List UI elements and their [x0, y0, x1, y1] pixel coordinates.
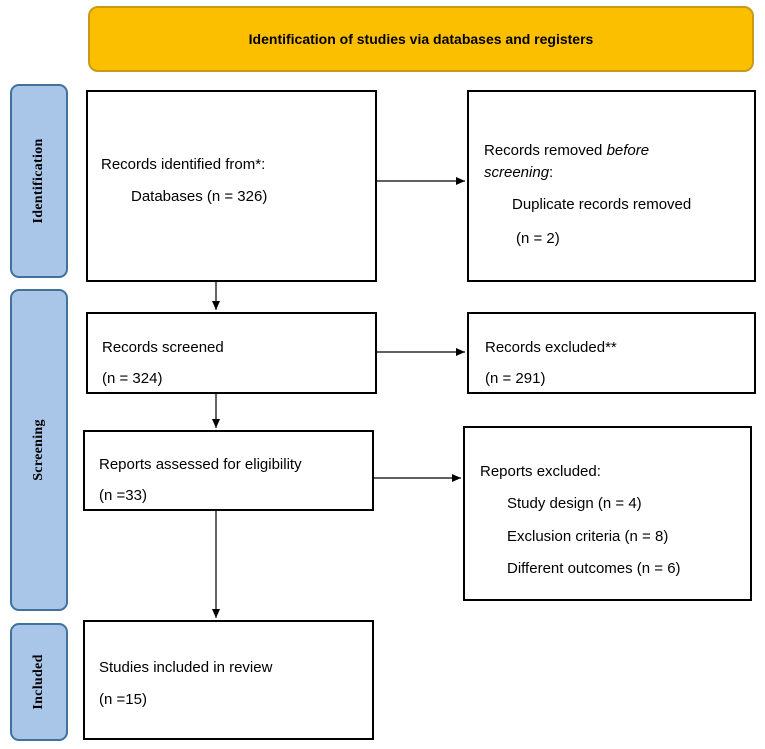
reports-assessed-label: Reports assessed for eligibility	[99, 456, 302, 473]
header-title: Identification of studies via databases …	[248, 31, 594, 47]
reports-assessed-box: Reports assessed for eligibility (n =33)	[83, 430, 374, 511]
stage-identification: Identification	[10, 84, 68, 278]
records-identified-heading: Records identified from*:	[101, 156, 266, 173]
records-screened-count: (n = 324)	[102, 370, 163, 387]
records-removed-subheading: screening:	[484, 164, 554, 181]
duplicate-records-label: Duplicate records removed	[512, 196, 692, 213]
reports-excluded-box: Reports excluded: Study design (n = 4) E…	[463, 426, 752, 601]
stage-included: Included	[10, 623, 68, 741]
studies-included-count: (n =15)	[99, 691, 147, 708]
reports-excluded-heading: Reports excluded:	[480, 463, 601, 480]
studies-included-label: Studies included in review	[99, 659, 273, 676]
records-excluded-box: Records excluded** (n = 291)	[467, 312, 756, 394]
studies-included-box: Studies included in review (n =15)	[83, 620, 374, 740]
reason-exclusion-criteria: Exclusion criteria (n = 8)	[507, 528, 669, 545]
records-removed-box: Records removed before screening: Duplic…	[467, 90, 756, 282]
records-screened-box: Records screened (n = 324)	[86, 312, 377, 394]
reason-study-design: Study design (n = 4)	[507, 495, 642, 512]
reason-different-outcomes: Different outcomes (n = 6)	[507, 560, 681, 577]
reports-assessed-count: (n =33)	[99, 487, 147, 504]
records-excluded-count: (n = 291)	[485, 370, 546, 387]
records-excluded-label: Records excluded**	[485, 339, 617, 356]
records-identified-box: Records identified from*: Databases (n =…	[86, 90, 377, 282]
diagram-header: Identification of studies via databases …	[88, 6, 754, 72]
records-screened-label: Records screened	[102, 339, 224, 356]
databases-count: Databases (n = 326)	[131, 188, 268, 205]
stage-screening: Screening	[10, 289, 68, 611]
records-removed-heading: Records removed before	[484, 142, 650, 159]
duplicate-records-count: (n = 2)	[516, 230, 560, 247]
